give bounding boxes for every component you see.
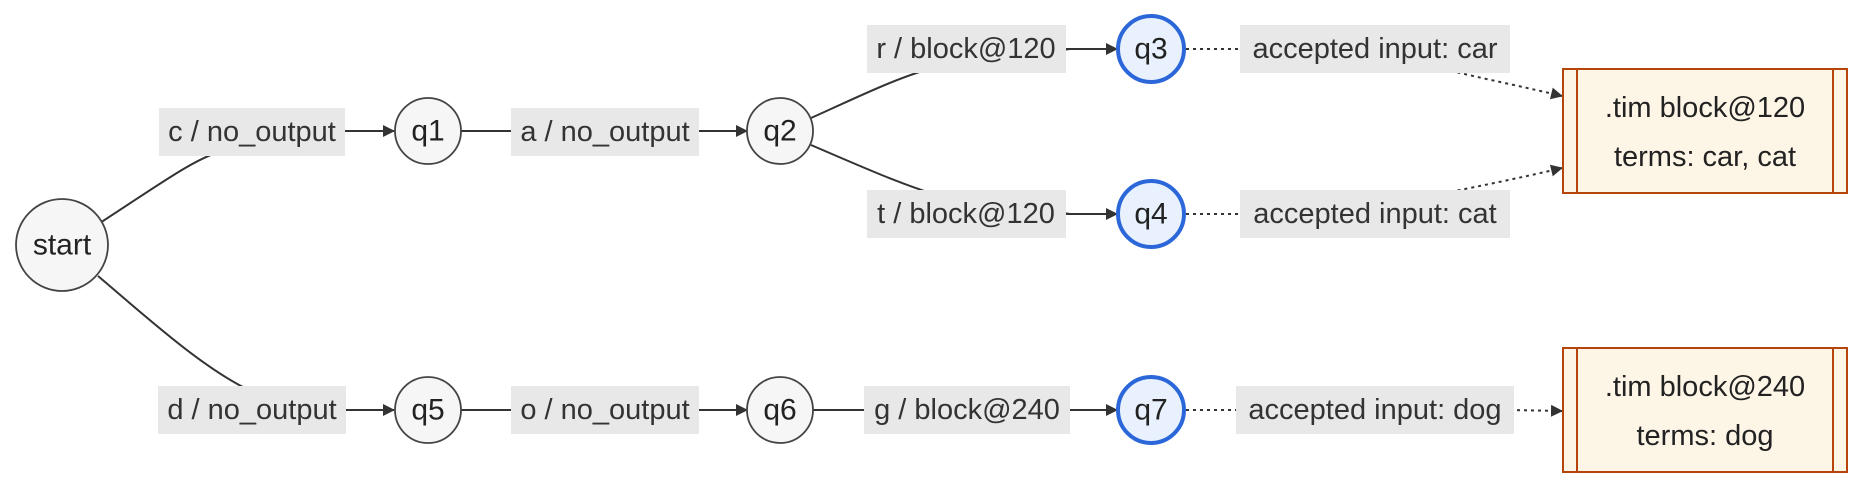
edge-label-q2-q3: r / block@120 bbox=[867, 25, 1066, 73]
block-title: .tim block@240 bbox=[1605, 371, 1805, 403]
node-start: start bbox=[15, 198, 109, 292]
edge-label-text: d / no_output bbox=[167, 394, 336, 426]
accept-label-q7: accepted input: dog bbox=[1236, 386, 1514, 434]
block-box-120: .tim block@120 terms: car, cat bbox=[1562, 68, 1848, 194]
edge-label-q1-q2: a / no_output bbox=[511, 108, 699, 156]
node-q1: q1 bbox=[394, 97, 462, 165]
block-terms: terms: dog bbox=[1637, 420, 1774, 452]
block-box-240: .tim block@240 terms: dog bbox=[1562, 347, 1848, 473]
block-title: .tim block@120 bbox=[1605, 92, 1805, 124]
edge-label-start-q1: c / no_output bbox=[159, 108, 345, 156]
node-label: q5 bbox=[411, 394, 444, 427]
node-label: q6 bbox=[763, 394, 796, 427]
accept-label-text: accepted input: car bbox=[1252, 33, 1497, 65]
dotted-q7-block bbox=[1509, 404, 1563, 417]
node-q5: q5 bbox=[394, 376, 462, 444]
node-label: q4 bbox=[1134, 198, 1167, 231]
accept-label-text: accepted input: cat bbox=[1253, 198, 1496, 230]
block-terms: terms: car, cat bbox=[1614, 141, 1796, 173]
edge-label-q2-q4: t / block@120 bbox=[867, 190, 1066, 238]
node-q2: q2 bbox=[746, 97, 814, 165]
node-label: start bbox=[33, 229, 92, 262]
node-q3-accepting: q3 bbox=[1116, 14, 1186, 84]
accept-label-q3: accepted input: car bbox=[1240, 25, 1510, 73]
node-q7-accepting: q7 bbox=[1116, 375, 1186, 445]
node-label: q7 bbox=[1134, 394, 1167, 427]
node-label: q3 bbox=[1134, 33, 1167, 66]
node-label: q1 bbox=[411, 115, 444, 148]
node-q4-accepting: q4 bbox=[1116, 179, 1186, 249]
edge-label-text: g / block@240 bbox=[874, 394, 1060, 426]
accept-label-q4: accepted input: cat bbox=[1240, 190, 1510, 238]
edge-label-text: r / block@120 bbox=[876, 33, 1055, 65]
edge-label-q5-q6: o / no_output bbox=[511, 386, 699, 434]
edge-label-text: c / no_output bbox=[168, 116, 336, 148]
accept-label-text: accepted input: dog bbox=[1248, 394, 1501, 426]
node-label: q2 bbox=[763, 115, 796, 148]
edge-label-text: t / block@120 bbox=[877, 198, 1055, 230]
edge-label-text: o / no_output bbox=[520, 394, 689, 426]
node-q6: q6 bbox=[746, 376, 814, 444]
edge-label-text: a / no_output bbox=[520, 116, 689, 148]
edge-label-q6-q7: g / block@240 bbox=[864, 386, 1070, 434]
edge-label-start-q5: d / no_output bbox=[158, 386, 346, 434]
